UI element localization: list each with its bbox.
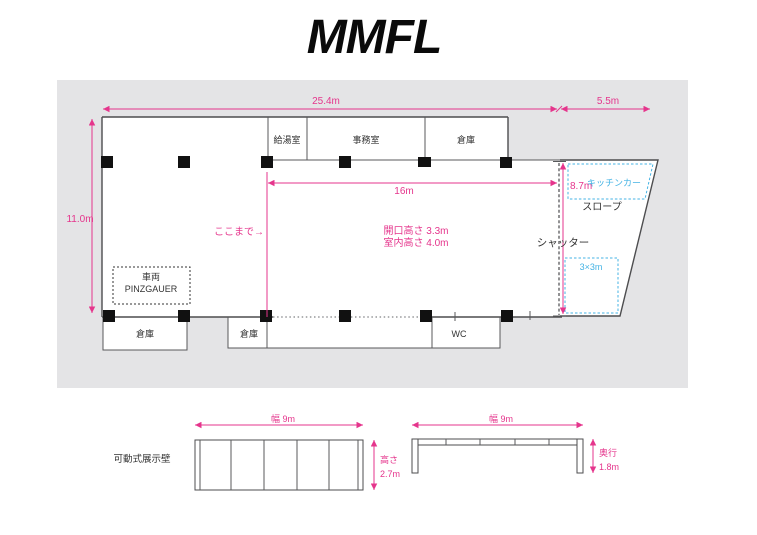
zone-3x3-label: 3×3m [580,262,603,272]
columns [101,156,513,322]
room-label-kitchenette: 給湯室 [273,134,300,145]
dim-shutter-height-label: 8.7m [570,181,592,192]
front-height-label: 高さ [380,454,398,465]
page-title: MMFL [307,11,442,64]
dim-inner-width-label: 16m [394,186,413,197]
building-outline [101,116,562,351]
top-depth-value: 1.8m [599,462,619,472]
column [178,156,190,168]
wall-top-right-leg [576,438,584,474]
column [101,156,113,168]
room-label-storage-bottom-left: 倉庫 [136,328,154,339]
dim-junction-tick [555,105,563,113]
column [420,310,432,322]
room-label-storage-top: 倉庫 [457,134,475,145]
up-to-here-label: ここまで→ [214,226,264,238]
column [339,156,351,168]
front-height-value: 2.7m [380,469,400,479]
vehicle-parking-box [112,266,191,305]
room-label-wc: WC [452,329,467,339]
wall-front-panels [199,440,359,490]
outdoor-area [553,159,659,317]
slope-label: スロープ [582,201,621,213]
column [418,157,431,167]
front-width-label: 幅 9m [271,413,295,424]
storage-left-outline [102,317,188,351]
wall-top-left-leg [411,438,419,474]
column [178,310,190,322]
vehicle-label: 車両 [142,271,160,282]
room-label-office: 事務室 [352,134,379,145]
top-depth-label: 奥行 [599,447,617,458]
dim-right-width-label: 5.5m [597,96,619,107]
column [260,310,272,322]
bottom-band-outline [227,317,501,349]
dimension-lines [88,105,650,317]
wall-top-bar [411,438,584,446]
room-label-storage-bottom-mid: 倉庫 [240,328,258,339]
wall-top-segments [445,439,550,445]
wall-front-outline [194,439,364,491]
movable-wall-label: 可動式展示壁 [113,453,171,465]
column [103,310,115,322]
column [500,157,512,168]
trapezoid-outline [560,159,659,317]
top-width-label: 幅 9m [489,413,513,424]
storage-left-floor [103,317,187,350]
dim-left-height-label: 11.0m [66,214,93,225]
kitchen-car-label: キッチンカー [587,178,641,188]
room-labels: 給湯室 事務室 倉庫 車両 PINZGAUER 倉庫 倉庫 WC キッチンカー … [125,134,641,339]
dimension-labels: 25.4m 5.5m 11.0m 16m 8.7m ここまで→ 開口高さ 3.3… [66,96,619,249]
shutter-label: シャッター [537,237,590,249]
dim-total-width-label: 25.4m [312,96,340,107]
interior-height-note: 室内高さ 4.0m [383,236,448,249]
column [261,156,273,168]
column [339,310,351,322]
elevation-front: 可動式展示壁 幅 9m 高さ 2.7m [113,413,400,491]
column [501,310,513,322]
main-hall-floor [102,117,560,317]
elevation-top: 幅 9m 奥行 1.8m [411,413,619,474]
opening-height-note: 開口高さ 3.3m [383,224,448,237]
bottom-band-floor [228,317,500,348]
vehicle-model-label: PINZGAUER [125,284,178,294]
